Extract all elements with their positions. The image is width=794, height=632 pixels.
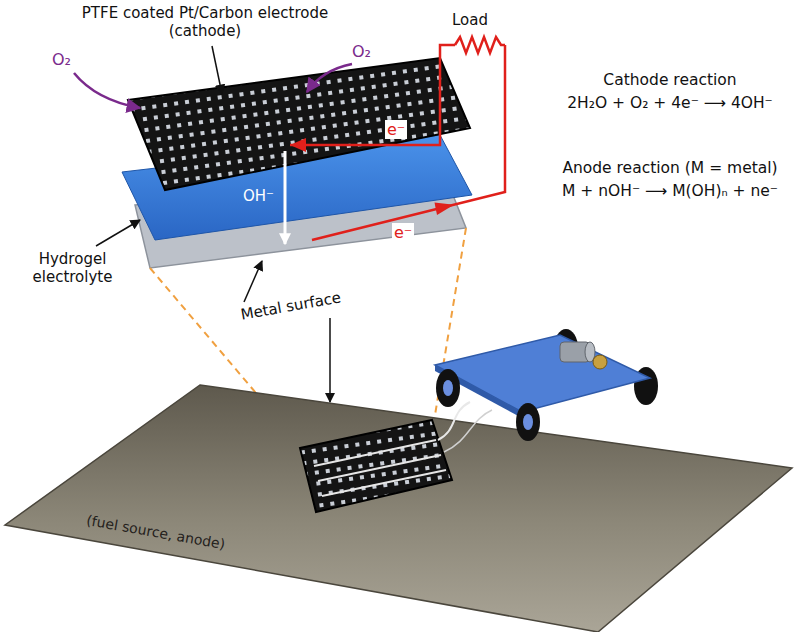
leader-line — [329, 318, 331, 402]
label-slot: Load — [452, 10, 488, 29]
gas-label: O₂ — [52, 50, 71, 69]
wheel — [516, 403, 540, 441]
arrow-head — [290, 138, 306, 152]
resistor-symbol — [455, 37, 505, 53]
label-slot: e⁻ — [392, 223, 414, 242]
label-slot: Cathode reaction — [550, 70, 790, 90]
plate-outline — [0, 370, 794, 632]
label-slot: e⁻ — [385, 120, 407, 139]
part-label: Hydrogel electrolyte — [10, 250, 135, 286]
wheel-hub — [523, 414, 533, 430]
wire — [312, 45, 505, 240]
label-slot: M + nOH⁻ ⟶ M(OH)ₙ + ne⁻ — [550, 181, 790, 201]
wire — [438, 402, 470, 440]
plate-shape — [5, 385, 792, 632]
part-label: PTFE coated Pt/Carbon electrode (cathode… — [55, 4, 355, 40]
metal-plate: (fuel source, anode) — [0, 370, 794, 632]
arrow-head — [435, 203, 455, 216]
label-slot: Metal surface — [240, 296, 342, 315]
leader-line — [244, 261, 262, 302]
projection-line — [435, 228, 466, 415]
gear — [593, 355, 607, 369]
current-collector — [318, 455, 441, 481]
car-board — [435, 335, 650, 412]
o2-arrow — [307, 64, 352, 92]
wheel-hub — [443, 380, 453, 396]
gas-label: O₂ — [352, 42, 371, 61]
current-collector — [314, 440, 436, 466]
battery-patch — [300, 420, 452, 512]
label-slot: OH⁻ — [243, 186, 274, 205]
reaction-equation: 2H₂O + O₂ + 4e⁻ ⟶ 4OH⁻ — [567, 94, 773, 113]
wire — [290, 45, 455, 145]
electron-label: e⁻ — [385, 120, 407, 139]
ion-arrow — [284, 151, 287, 244]
leader-line — [212, 46, 222, 94]
leader-line — [96, 220, 140, 246]
ion-label: OH⁻ — [243, 187, 274, 205]
electron-label: e⁻ — [392, 223, 414, 242]
label-slot: Anode reaction (M = metal) — [550, 158, 790, 178]
part-label: Metal surface — [239, 288, 342, 323]
label-slot: O₂ — [352, 42, 371, 61]
cathode-mesh — [128, 58, 470, 190]
reaction-heading: Anode reaction (M = metal) — [562, 159, 777, 178]
load-label: Load — [452, 11, 488, 29]
label-slot: Hydrogel electrolyte — [10, 250, 135, 286]
reaction-equation: M + nOH⁻ ⟶ M(OH)ₙ + ne⁻ — [562, 182, 778, 201]
label-slot: 2H₂O + O₂ + 4e⁻ ⟶ 4OH⁻ — [550, 93, 790, 113]
reaction-heading: Cathode reaction — [603, 71, 736, 90]
label-slot: PTFE coated Pt/Carbon electrode (cathode… — [55, 4, 355, 40]
o2-arrow — [74, 73, 140, 108]
wire — [444, 410, 492, 452]
current-collector — [322, 470, 446, 496]
car-board-edge — [435, 365, 522, 418]
wheel — [436, 369, 460, 407]
label-slot: O₂ — [52, 50, 71, 69]
